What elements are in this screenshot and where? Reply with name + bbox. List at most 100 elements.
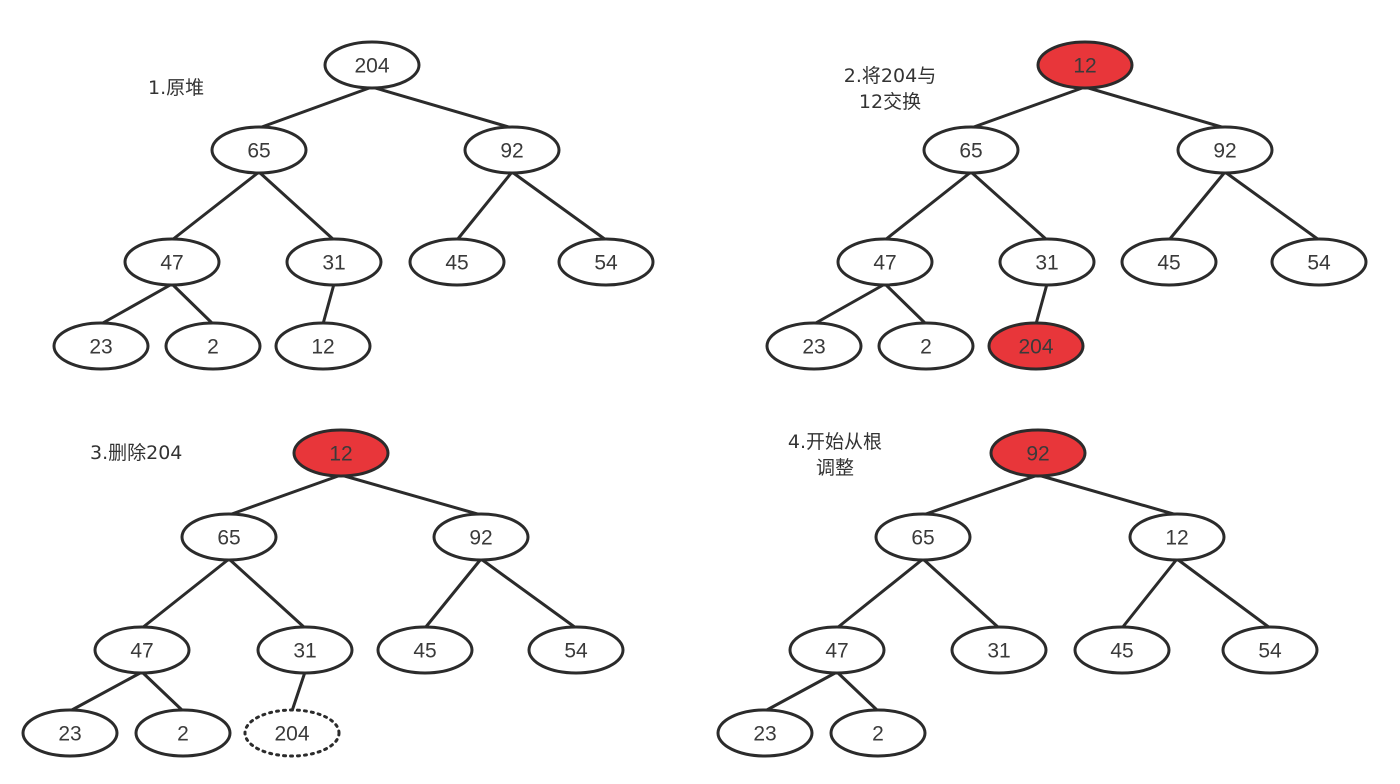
node-value: 54 <box>564 640 588 663</box>
tree-edge <box>455 170 514 242</box>
node-ellipse <box>1176 125 1274 175</box>
node-value: 45 <box>413 640 436 663</box>
node-ellipse <box>463 125 561 175</box>
node-ellipse <box>164 321 262 371</box>
heap-node: 92 <box>463 125 561 175</box>
node-value: 45 <box>1110 640 1133 663</box>
node-value: 47 <box>160 252 183 275</box>
node-value: 92 <box>469 527 492 550</box>
tree-edge <box>1120 557 1179 630</box>
node-ellipse <box>1073 625 1171 675</box>
tree-edge <box>835 670 880 713</box>
heap-node: 12 <box>1128 512 1226 562</box>
node-value: 92 <box>1026 443 1049 466</box>
node-ellipse <box>256 625 354 675</box>
node-ellipse <box>765 321 863 371</box>
node-ellipse <box>210 125 308 175</box>
node-value: 2 <box>177 723 189 746</box>
node-value: 54 <box>1258 640 1282 663</box>
node-value: 23 <box>802 336 825 359</box>
heap-node: 45 <box>1073 625 1171 675</box>
node-ellipse <box>243 708 341 758</box>
heap-node: 12 <box>1036 40 1134 90</box>
node-value: 2 <box>920 336 932 359</box>
tree-edge <box>370 85 514 130</box>
node-ellipse <box>987 321 1085 371</box>
node-ellipse <box>274 321 372 371</box>
heap-node: 65 <box>922 125 1020 175</box>
tree-edge <box>1083 85 1227 130</box>
heap-node: 23 <box>21 708 119 758</box>
heap-node: 65 <box>874 512 972 562</box>
tree-edge <box>479 557 578 630</box>
tree-edge <box>1167 170 1227 242</box>
node-value: 23 <box>753 723 776 746</box>
tree-edge <box>883 170 973 242</box>
heap-node: 23 <box>716 708 814 758</box>
node-ellipse <box>134 708 232 758</box>
tree-edge <box>68 670 144 713</box>
tree-edge <box>921 473 1040 517</box>
node-value: 23 <box>58 723 81 746</box>
node-value: 47 <box>825 640 848 663</box>
heap-node: 45 <box>1120 237 1218 287</box>
heap-node: 92 <box>989 428 1087 478</box>
heap-node: 92 <box>432 512 530 562</box>
node-value: 45 <box>445 252 468 275</box>
heap-node: 31 <box>950 625 1048 675</box>
node-ellipse <box>877 321 975 371</box>
heap-node: 65 <box>180 512 278 562</box>
tree-edge <box>99 282 174 326</box>
node-ellipse <box>829 708 927 758</box>
node-value: 92 <box>1213 140 1236 163</box>
node-value: 12 <box>311 336 334 359</box>
node-ellipse <box>93 625 191 675</box>
tree-edge <box>423 557 483 630</box>
tree-edge <box>339 473 483 517</box>
node-ellipse <box>1221 625 1319 675</box>
heap-node: 47 <box>123 237 221 287</box>
tree-edge <box>969 85 1087 130</box>
heap-node: 23 <box>765 321 863 371</box>
node-ellipse <box>292 428 390 478</box>
node-ellipse <box>716 708 814 758</box>
heap-node: 2 <box>164 321 262 371</box>
node-ellipse <box>408 237 506 287</box>
tree-edge <box>835 557 925 630</box>
heap-node: 47 <box>788 625 886 675</box>
node-ellipse <box>123 237 221 287</box>
node-value: 23 <box>89 336 112 359</box>
node-value: 204 <box>354 55 389 78</box>
tree-edge <box>1036 473 1179 517</box>
tree-edge <box>321 282 336 326</box>
node-ellipse <box>950 625 1048 675</box>
node-ellipse <box>21 708 119 758</box>
heap-node: 2 <box>829 708 927 758</box>
tree-edge <box>140 670 185 713</box>
node-value: 92 <box>500 140 523 163</box>
heap-node: 92 <box>1176 125 1274 175</box>
heap-node: 12 <box>292 428 390 478</box>
heap-node: 23 <box>52 321 150 371</box>
node-value: 65 <box>959 140 982 163</box>
node-ellipse <box>557 237 655 287</box>
tree-edge <box>969 170 1049 242</box>
node-value: 65 <box>911 527 934 550</box>
heap-node: 47 <box>836 237 934 287</box>
node-ellipse <box>1270 237 1368 287</box>
node-ellipse <box>323 40 421 90</box>
tree-edge <box>257 170 336 242</box>
tree-edge <box>510 170 608 242</box>
node-ellipse <box>922 125 1020 175</box>
node-value: 204 <box>1018 336 1053 359</box>
node-value: 204 <box>274 723 309 746</box>
heap-node: 54 <box>1221 625 1319 675</box>
node-ellipse <box>285 237 383 287</box>
node-value: 45 <box>1157 252 1180 275</box>
heap-node: 45 <box>408 237 506 287</box>
tree-edge <box>290 670 307 713</box>
node-value: 31 <box>293 640 316 663</box>
